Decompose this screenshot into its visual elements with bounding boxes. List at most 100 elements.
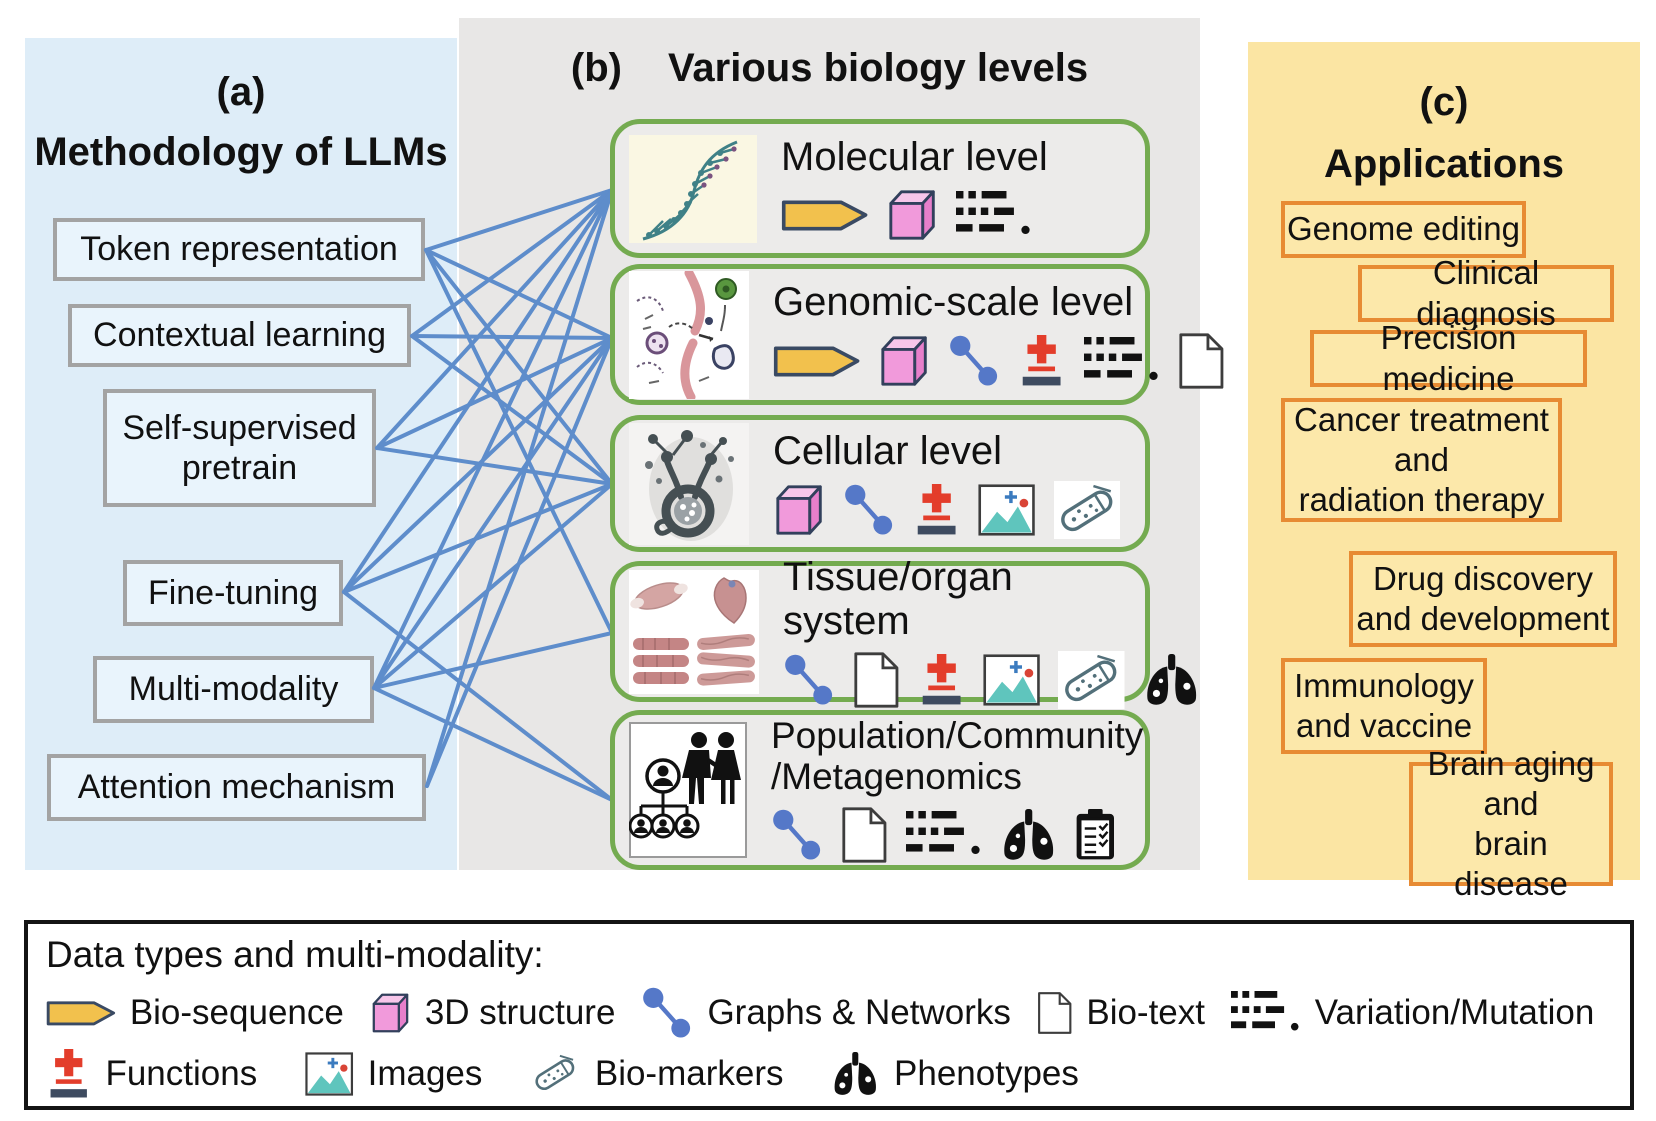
images-icon — [978, 483, 1036, 536]
3d-structure-icon — [878, 333, 930, 389]
legend-item-phenotypes: Phenotypes — [831, 1052, 1079, 1096]
bio-text-icon — [841, 806, 888, 864]
bio-markers-icon — [530, 1052, 581, 1096]
methodology-box-contextual-learning: Contextual learning — [68, 304, 411, 367]
legend-item-graphs-networks: Graphs & Networks — [641, 987, 1011, 1039]
app-box-precision-medicine: Precision medicine — [1310, 319, 1587, 397]
level-title: Genomic-scale level — [773, 279, 1134, 324]
functions-icon — [1018, 334, 1065, 387]
level-title: Population/Community /Metagenomics — [771, 715, 1144, 797]
legend-item-bio-markers: Bio-markers — [530, 1052, 783, 1096]
panel-c-title: Applications — [1323, 142, 1565, 186]
level-title: Tissue/organ system — [783, 554, 1013, 643]
methodology-box-token-representation: Token representation — [53, 218, 425, 281]
level-data-icons — [773, 331, 1310, 390]
level-card-tissue: Tissue/organ system — [610, 555, 1196, 709]
3d-structure-icon — [773, 482, 825, 538]
legend-row: Functions Images Bio-markers Phenotypes — [46, 1044, 1612, 1104]
panel-b-tag: (b) — [570, 46, 622, 90]
population-illustration — [629, 722, 747, 858]
transcription-illustration — [629, 270, 749, 399]
level-card-population: Population/Community /Metagenomics — [610, 710, 1150, 870]
phenotypes-icon — [831, 1052, 880, 1096]
legend: Data types and multi-modality: Bio-seque… — [24, 920, 1634, 1110]
legend-title: Data types and multi-modality: — [46, 934, 544, 975]
functions-icon — [913, 483, 960, 536]
graphs-networks-icon — [948, 335, 1000, 387]
checklist-icon — [1075, 808, 1116, 861]
methodology-box-fine-tuning: Fine-tuning — [123, 560, 343, 626]
cell-illustration — [629, 422, 749, 545]
legend-item-bio-sequence: Bio-sequence — [46, 993, 344, 1033]
3d-structure-icon — [886, 187, 938, 243]
functions-icon — [46, 1049, 91, 1099]
panel-b-title: Various biology levels — [667, 46, 1089, 90]
level-title: Cellular level — [773, 428, 1002, 473]
panel-methodology: (a) Methodology of LLMs Token representa… — [25, 38, 457, 870]
level-title: Molecular level — [781, 134, 1048, 179]
methodology-box-attention-mechanism: Attention mechanism — [47, 754, 426, 821]
methodology-box-multi-modality: Multi-modality — [93, 656, 374, 723]
dna-illustration — [629, 134, 757, 243]
graphs-networks-icon — [771, 809, 823, 861]
panel-c-tag: (c) — [1419, 80, 1469, 124]
legend-item-variation-mutation: Variation/Mutation — [1231, 991, 1594, 1035]
phenotypes-icon — [1143, 653, 1200, 706]
images-icon — [983, 653, 1040, 706]
level-data-icons — [781, 187, 1145, 243]
level-card-content: Population/Community /Metagenomics — [747, 715, 1145, 864]
legend-label: Functions — [105, 1054, 258, 1093]
tissue-organ-illustration — [629, 569, 759, 694]
level-card-content: Genomic-scale level — [749, 279, 1310, 390]
level-card-genomic: Genomic-scale level — [610, 264, 1310, 405]
legend-label: Bio-markers — [594, 1054, 784, 1093]
panel-a-title: Methodology of LLMs — [34, 130, 448, 174]
level-data-icons — [771, 806, 1145, 864]
app-box-brain-aging: Brain aging and brain disease — [1409, 745, 1613, 902]
legend-label: Graphs & Networks — [707, 993, 1011, 1032]
variation-mutation-icon — [1083, 336, 1160, 385]
legend-item-functions: Functions — [46, 1049, 257, 1099]
level-data-icons — [773, 480, 1145, 539]
app-box-drug-discovery: Drug discovery and development — [1349, 551, 1617, 647]
legend-label: Phenotypes — [894, 1054, 1079, 1093]
level-card-molecular: Molecular level — [610, 119, 1150, 258]
panel-b-header: (b) Various biology levels — [459, 46, 1200, 91]
functions-icon — [918, 653, 965, 706]
legend-label: Bio-text — [1086, 993, 1205, 1032]
app-box-clinical-diagnosis: Clinical diagnosis — [1358, 254, 1614, 332]
variation-mutation-icon — [1231, 991, 1301, 1035]
legend-label: Variation/Mutation — [1314, 993, 1595, 1032]
bio-sequence-icon — [46, 997, 116, 1029]
level-card-content: Tissue/organ system — [759, 554, 1196, 709]
legend-label: Images — [367, 1054, 483, 1093]
phenotypes-icon — [1000, 808, 1057, 861]
legend-label: Bio-sequence — [129, 993, 344, 1032]
level-card-content: Cellular level — [749, 429, 1145, 539]
graphs-networks-icon — [783, 654, 835, 706]
3d-structure-icon — [370, 991, 411, 1035]
level-card-content: Molecular level — [757, 135, 1145, 243]
legend-item-bio-text: Bio-text — [1037, 991, 1205, 1035]
bio-markers-icon — [1058, 650, 1125, 709]
level-data-icons — [783, 650, 1196, 709]
panel-a-tag: (a) — [216, 70, 266, 114]
bio-sequence-icon — [773, 341, 860, 381]
variation-mutation-icon — [956, 190, 1032, 239]
legend-label: 3D structure — [424, 993, 616, 1032]
app-box-cancer-treatment: Cancer treatment and radiation therapy — [1281, 398, 1562, 522]
level-card-cellular: Cellular level — [610, 415, 1150, 552]
legend-row: Bio-sequence 3D structure Graphs & Network… — [46, 982, 1612, 1044]
bio-text-icon — [1178, 332, 1225, 390]
legend-item-images: Images — [305, 1052, 482, 1096]
app-box-immunology-vaccine: Immunology and vaccine — [1281, 658, 1487, 754]
graphs-networks-icon — [843, 484, 895, 536]
bio-sequence-icon — [781, 195, 868, 235]
variation-mutation-icon — [905, 810, 982, 859]
images-icon — [305, 1052, 354, 1096]
methodology-box-self-supervised-pretrain: Self-supervised pretrain — [103, 389, 376, 507]
bio-markers-icon — [1053, 480, 1121, 539]
graphs-networks-icon — [641, 987, 693, 1039]
bio-text-icon — [853, 651, 900, 709]
